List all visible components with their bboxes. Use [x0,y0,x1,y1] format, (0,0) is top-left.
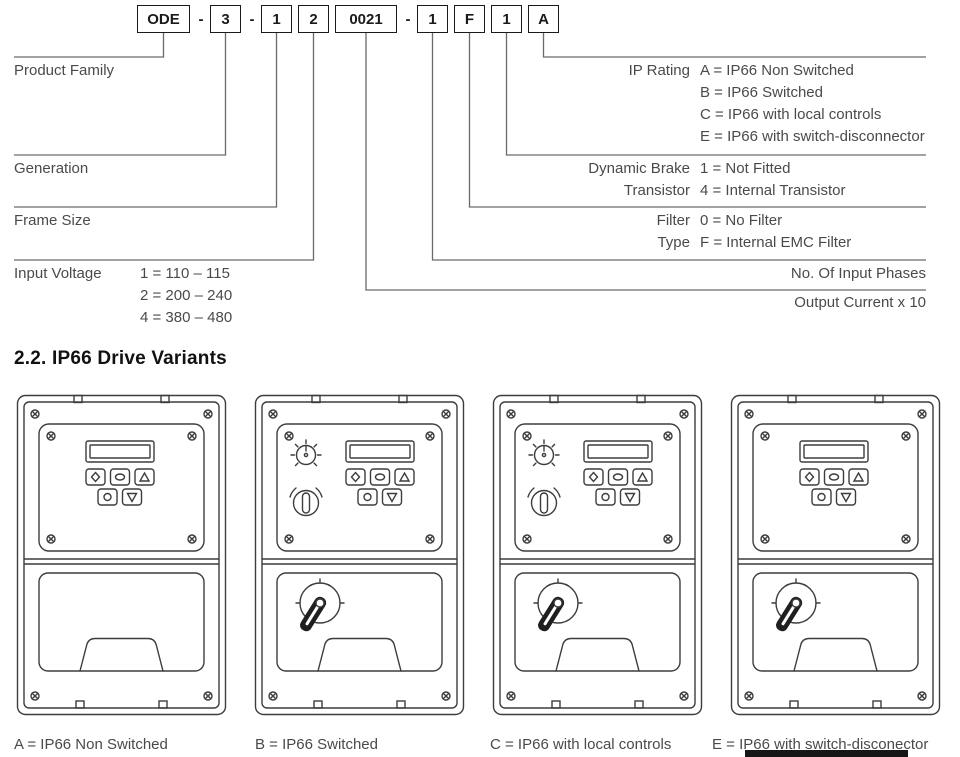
label-generation: Generation [14,160,89,177]
label-product-family: Product Family [14,62,115,79]
label-dynamic-brake-transistor: Dynamic Brake Transistor [588,160,690,199]
code-box-brake-transistor: 1 [491,5,522,33]
label-frame-size: Frame Size [14,212,91,229]
code-box-output-current: 0021 [335,5,397,33]
code-separator: - [405,10,411,28]
values-input-voltage: 1 = 110 – 115 2 = 200 – 240 4 = 380 – 48… [140,263,232,329]
caption-variant-a: A = IP66 Non Switched [14,736,168,753]
input-voltage-option: 1 = 110 – 115 [140,265,230,282]
code-box-frame-size: 1 [261,5,292,33]
caption-variant-e: E = IP66 with switch-disconector [712,736,929,753]
code-separator: - [249,10,255,28]
ip-rating-option: C = IP66 with local controls [700,106,882,123]
bottom-edge-bar [745,750,908,757]
input-voltage-option: 4 = 380 – 480 [140,309,233,326]
code-box-filter-type: F [454,5,485,33]
drive-figure-e [728,393,943,719]
ip-rating-option: A = IP66 Non Switched [700,62,854,79]
filter-option: F = Internal EMC Filter [700,234,852,251]
drive-illustration-e [728,393,943,719]
drive-illustration-b [252,393,467,719]
label-filter-type: Filter Type [656,212,690,251]
caption-variant-b: B = IP66 Switched [255,736,378,753]
values-dynamic-brake-transistor: 1 = Not Fitted 4 = Internal Transistor [700,158,846,202]
brake-option: 4 = Internal Transistor [700,182,846,199]
label-ip-rating: IP Rating [628,62,690,79]
caption-variant-c: C = IP66 with local controls [490,736,672,753]
section-title: 2.2. IP66 Drive Variants [14,348,227,369]
drive-figure-b [252,393,467,719]
label-output-current: Output Current x 10 [794,294,926,311]
drive-figure-c [490,393,705,719]
ip-rating-option: E = IP66 with switch-disconnector [700,128,925,145]
label-input-voltage: Input Voltage [14,265,102,282]
filter-option: 0 = No Filter [700,212,783,229]
code-box-product-family: ODE [137,5,190,33]
values-filter-type: 0 = No Filter F = Internal EMC Filter [700,210,851,254]
code-box-input-phases: 1 [417,5,448,33]
code-separator: - [198,10,204,28]
drive-illustration-c [490,393,705,719]
code-box-input-voltage: 2 [298,5,329,33]
input-voltage-option: 2 = 200 – 240 [140,287,233,304]
code-box-generation: 3 [210,5,241,33]
ip-rating-option: B = IP66 Switched [700,84,823,101]
values-ip-rating: A = IP66 Non Switched B = IP66 Switched … [700,60,925,148]
drive-figure-a [14,393,229,719]
brake-option: 1 = Not Fitted [700,160,791,177]
label-input-phases: No. Of Input Phases [790,265,926,282]
code-box-ip-rating: A [528,5,559,33]
drive-illustration-a [14,393,229,719]
